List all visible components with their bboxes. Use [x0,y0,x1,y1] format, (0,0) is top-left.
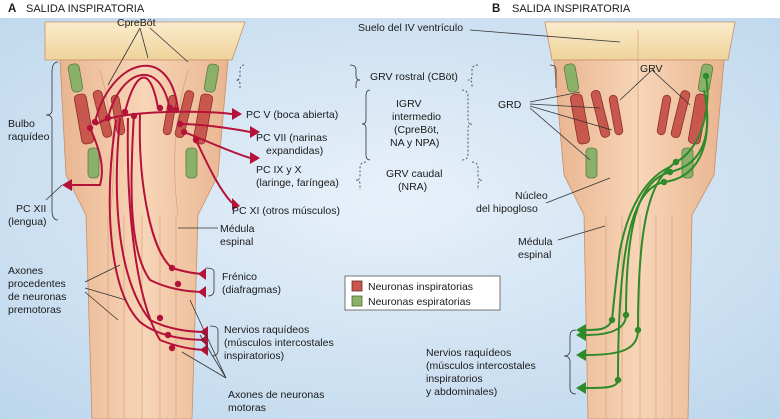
pc-ix-x-label-2: (laringe, faríngea) [256,177,339,189]
legend: Neuronas inspiratorias Neuronas espirato… [344,275,501,311]
bulbo-label-1: Bulbo [8,118,35,130]
panel-a-labels: A SALIDA INSPIRATORIA CpreBöt Bulbo raqu… [8,3,340,414]
panel-a-letter: A [8,3,16,15]
grd-label: GRD [498,99,522,111]
legend-swatch-inspiratory [351,280,363,292]
pc-vii-label-2: expandidas) [266,145,323,157]
nucleo-label-1: Núcleo [515,190,548,202]
igrv-label-2: intermedio [392,111,441,123]
nervios-b-label-2: (músculos intercostales [426,360,536,372]
pc-xi-label: PC XI (otros músculos) [232,205,340,217]
pc-vii-label-1: PC VII (narinas [256,132,327,144]
expiratory-axons-b [585,75,709,389]
pc-v-label: PC V (boca abierta) [246,109,338,121]
nervios-a-label-3: inspiratorios) [224,350,284,362]
premotoras-label-1: Axones [8,265,43,277]
bulbo-label-2: raquídeo [8,131,50,143]
legend-swatch-expiratory [351,295,363,307]
panel-b-title: SALIDA INSPIRATORIA [512,3,631,15]
motoras-label-2: motoras [228,402,266,414]
suelo-label: Suelo del IV ventrículo [358,22,463,34]
pc-xii-label-2: (lengua) [8,216,47,228]
pc-xii-label-1: PC XII [16,203,46,215]
panel-b-labels: B SALIDA INSPIRATORIA Suelo del IV ventr… [358,3,663,398]
motoras-label-1: Axones de neuronas [228,389,324,401]
nucleo-label-2: del hipogloso [476,203,538,215]
expiratory-terminals-b [576,72,710,394]
legend-expiratory-label: Neuronas espiratorias [368,296,471,308]
panel-a-title: SALIDA INSPIRATORIA [26,3,145,15]
frenico-label-2: (diafragmas) [222,284,281,296]
inspiratory-axons-a [72,64,251,351]
igrv-label-1: IGRV [396,98,421,110]
nervios-b-label-4: y abdominales) [426,386,497,398]
panel-b-letter: B [492,3,500,15]
premotoras-label-2: procedentes [8,278,66,290]
nervios-b-label-3: inspiratorios [426,373,483,385]
medula-a-label-1: Médula [220,223,255,235]
medula-a-label-2: espinal [220,236,253,248]
medula-b-label-2: espinal [518,249,551,261]
grv-b-label: GRV [640,63,663,75]
medula-b-label-1: Médula [518,236,553,248]
igrv-label-4: NA y NPA) [390,137,439,149]
premotoras-label-3: de neuronas [8,291,66,303]
nervios-a-label-1: Nervios raquídeos [224,324,309,336]
leader-lines [45,27,691,395]
grv-caudal-label-2: (NRA) [398,181,427,193]
nervios-a-label-2: (músculos intercostales [224,337,334,349]
legend-inspiratory-label: Neuronas inspiratorias [368,281,473,293]
middle-labels: GRV rostral (CBöt) IGRV intermedio (Cpre… [370,71,458,193]
frenico-label-1: Frénico [222,271,257,283]
cprebot-label: CpreBöt [117,17,156,29]
pc-ix-x-label-1: PC IX y X [256,164,302,176]
igrv-label-3: (CpreBöt, [394,124,439,136]
grv-caudal-label-1: GRV caudal [386,168,442,180]
nervios-b-label-1: Nervios raquídeos [426,347,511,359]
grv-rostral-label: GRV rostral (CBöt) [370,71,458,83]
premotoras-label-4: premotoras [8,304,61,316]
legend-box [344,275,501,311]
